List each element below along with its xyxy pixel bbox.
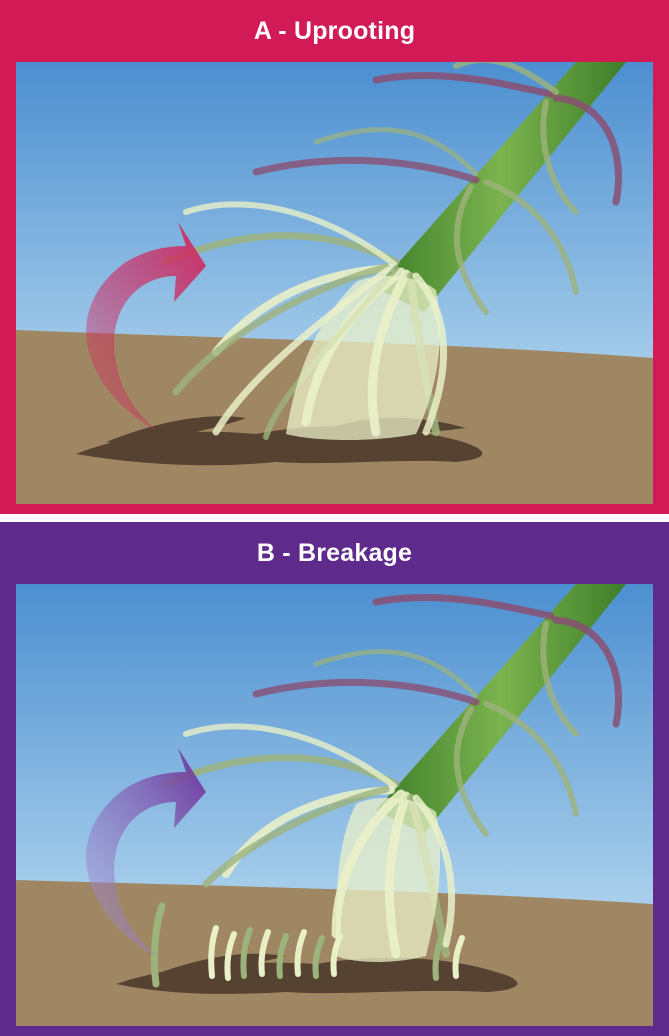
scene-breakage [16,584,653,1026]
panel-title-uprooting: A - Uprooting [0,0,669,62]
panel-title-breakage: B - Breakage [0,522,669,584]
scene-uprooting [16,62,653,504]
panel-uprooting: A - Uprooting [0,0,669,514]
panel-breakage: B - Breakage [0,522,669,1036]
root-crown [336,798,440,962]
breakage-illustration [16,584,653,1026]
uprooting-illustration [16,62,653,504]
